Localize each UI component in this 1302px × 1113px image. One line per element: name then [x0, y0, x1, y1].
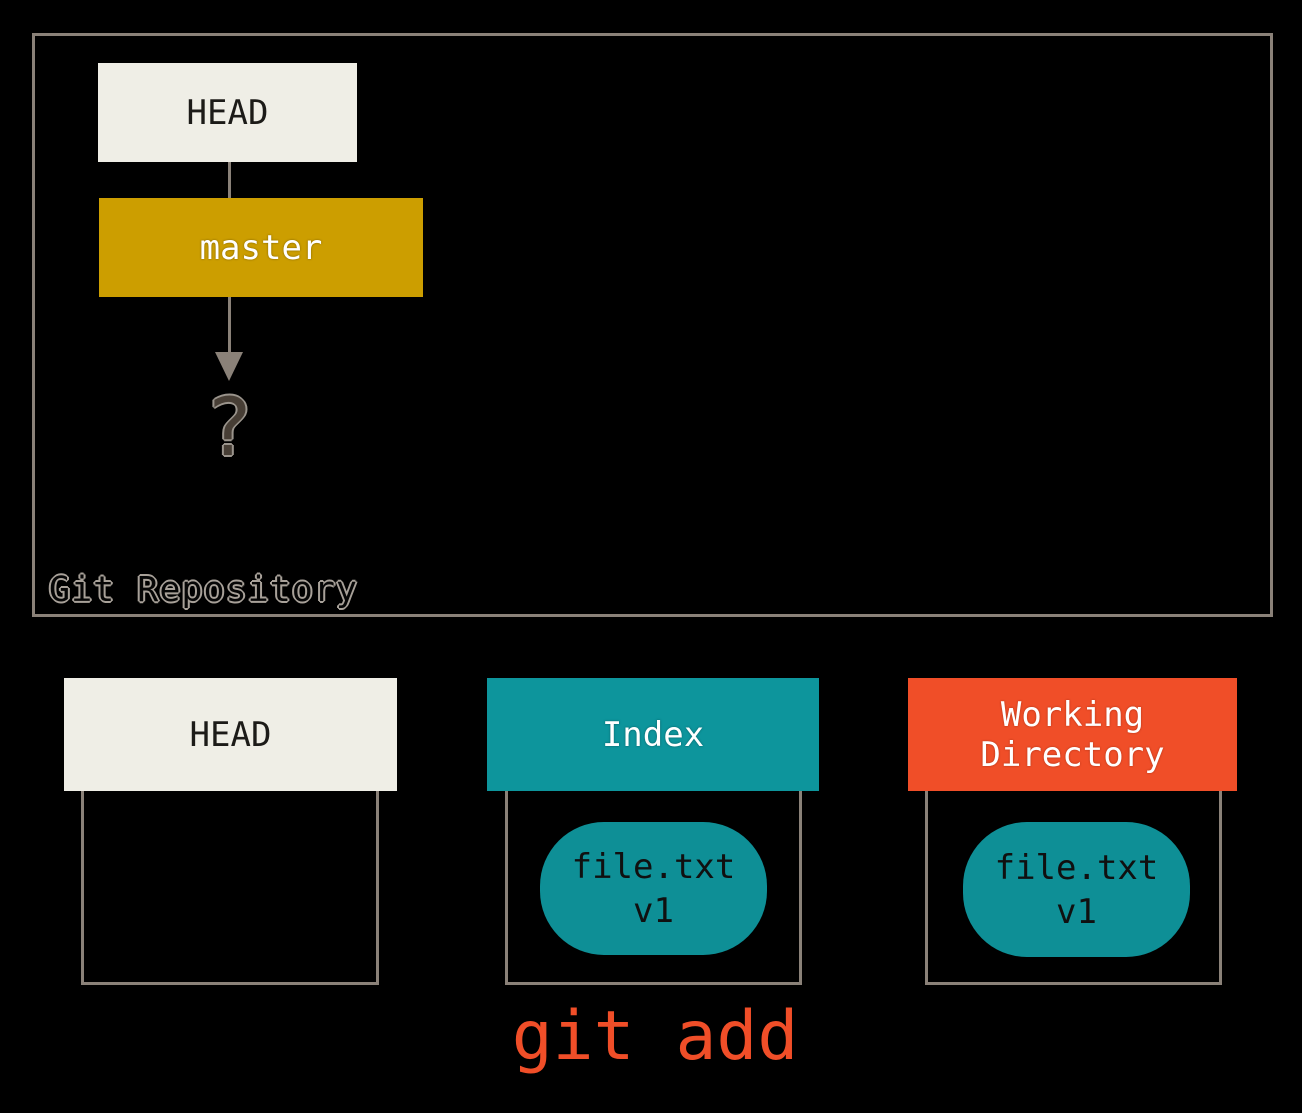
workdir-file-version: v1	[1056, 891, 1097, 932]
head-ref-box: HEAD	[98, 63, 357, 162]
index-column-header: Index	[487, 678, 819, 791]
master-branch-box: master	[99, 198, 423, 297]
head-column-box	[81, 791, 379, 985]
index-file-version: v1	[633, 890, 674, 931]
master-arrow-line	[228, 297, 231, 353]
index-file-blob: file.txt v1	[540, 822, 767, 955]
workdir-file-blob: file.txt v1	[963, 822, 1190, 957]
workdir-column-label: Working Directory	[980, 694, 1165, 775]
index-column-box	[505, 791, 802, 985]
index-file-name: file.txt	[571, 846, 736, 887]
head-column-header: HEAD	[64, 678, 397, 791]
head-column-label: HEAD	[189, 714, 272, 755]
workdir-file-name: file.txt	[994, 847, 1159, 888]
git-add-command-label: git add	[511, 997, 799, 1076]
arrow-down-icon	[215, 352, 243, 381]
git-repository-label: Git Repository	[49, 570, 359, 610]
head-to-master-connector	[228, 162, 231, 198]
workdir-column-header: Working Directory	[908, 678, 1237, 791]
workdir-column-box	[925, 791, 1222, 985]
git-repository-box	[32, 33, 1273, 617]
head-ref-label: HEAD	[186, 92, 269, 133]
master-branch-label: master	[199, 227, 323, 268]
index-column-label: Index	[601, 714, 705, 755]
unknown-commit-mark: ?	[204, 381, 254, 474]
